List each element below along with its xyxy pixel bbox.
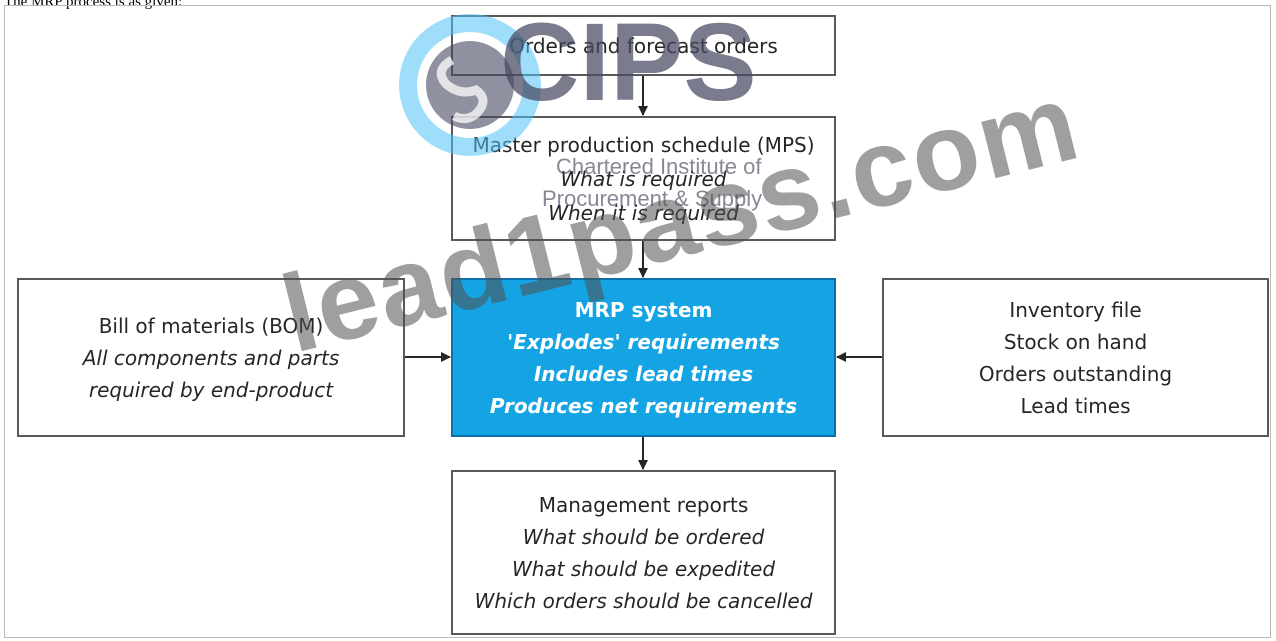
inventory-box-line-stock: Stock on hand — [1003, 329, 1148, 354]
orders-box-title: Orders and forecast orders — [509, 33, 778, 58]
inventory-box-title: Inventory file — [1009, 297, 1142, 322]
mps-box-line-when: When it is required — [548, 200, 739, 225]
mrp-box-title: MRP system — [574, 297, 713, 322]
mps-box-title: Master production schedule (MPS) — [472, 132, 815, 157]
orders-box: Orders and forecast orders — [451, 15, 836, 76]
management-reports-box: Management reports What should be ordere… — [451, 470, 836, 635]
reports-box-line-ordered: What should be ordered — [522, 524, 765, 549]
reports-box-line-expedited: What should be expedited — [511, 556, 776, 581]
mps-box-line-what: What is required — [560, 166, 727, 191]
mrp-system-box: MRP system 'Explodes' requirements Inclu… — [451, 278, 836, 437]
inventory-box-line-lead-times: Lead times — [1020, 393, 1131, 418]
inventory-box-line-orders: Orders outstanding — [978, 361, 1173, 386]
bom-box: Bill of materials (BOM) All components a… — [17, 278, 405, 437]
bom-box-line-components: All components and parts — [82, 345, 340, 370]
reports-box-title: Management reports — [538, 492, 749, 517]
mrp-box-line-lead-times: Includes lead times — [533, 361, 754, 386]
reports-box-line-cancelled: Which orders should be cancelled — [474, 588, 813, 613]
bom-box-title: Bill of materials (BOM) — [98, 313, 324, 338]
bom-box-line-required: required by end-product — [88, 377, 334, 402]
diagram-frame — [4, 5, 1271, 638]
inventory-file-box: Inventory file Stock on hand Orders outs… — [882, 278, 1269, 437]
mps-box: Master production schedule (MPS) What is… — [451, 116, 836, 241]
mrp-box-line-net-requirements: Produces net requirements — [489, 393, 798, 418]
mrp-box-line-explodes: 'Explodes' requirements — [507, 329, 780, 354]
